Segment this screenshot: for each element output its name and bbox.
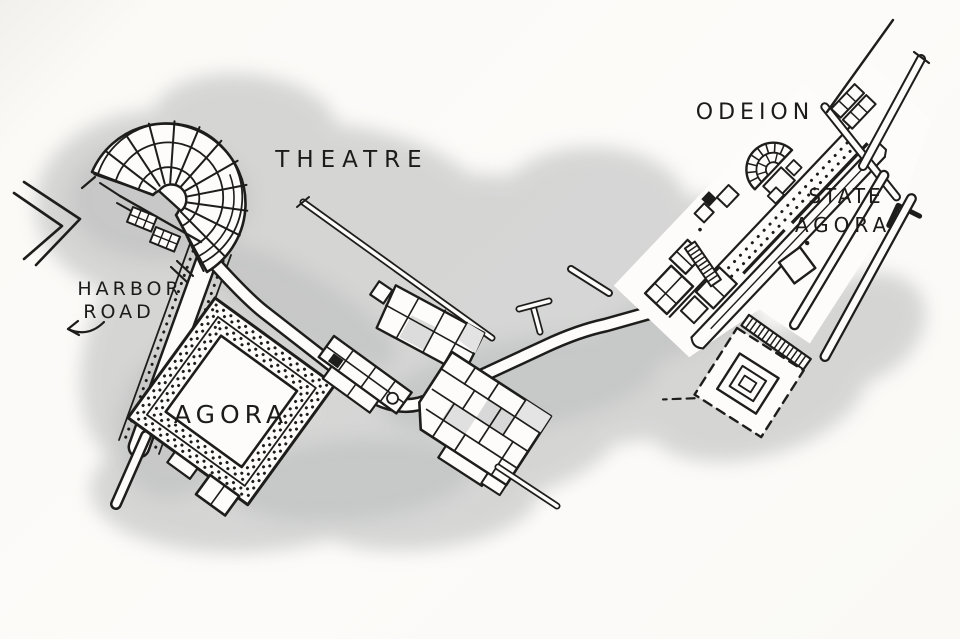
label-harbor: HARBOR	[77, 278, 182, 300]
theatre-stage-building	[126, 206, 159, 233]
harbor-road-arrow-icon	[66, 319, 106, 337]
label-road: ROAD	[83, 301, 154, 323]
label-theatre: THEATRE	[274, 147, 428, 173]
agora-mark	[240, 464, 244, 468]
agora-south-road	[110, 430, 152, 510]
label-state-agora: AGORA	[795, 213, 891, 237]
theatre-orchestra	[157, 183, 188, 213]
temple-precinct	[661, 326, 805, 439]
terrace-houses	[418, 350, 553, 497]
upper-street	[296, 196, 496, 342]
west-road-corner	[12, 175, 97, 267]
agora-courtyard	[164, 334, 299, 469]
terrace-road	[494, 463, 561, 510]
northeast-roads	[825, 18, 931, 171]
odeion-building	[745, 141, 794, 191]
agora	[126, 296, 337, 517]
state-agora-complex	[613, 61, 932, 371]
altar	[777, 245, 817, 285]
buildings-middle	[317, 334, 413, 415]
label-odeion: ODEION	[696, 100, 814, 125]
temple-stairs	[740, 313, 812, 371]
southeast-stoa	[788, 169, 917, 362]
west-stairs	[683, 240, 722, 288]
label-state: STATE	[808, 184, 883, 208]
theatre-stage-building	[149, 226, 182, 253]
labels: THEATRE HARBOR ROAD AGORA ODEION STATE A…	[66, 100, 891, 429]
label-agora: AGORA	[174, 400, 288, 429]
theatre	[90, 120, 249, 274]
